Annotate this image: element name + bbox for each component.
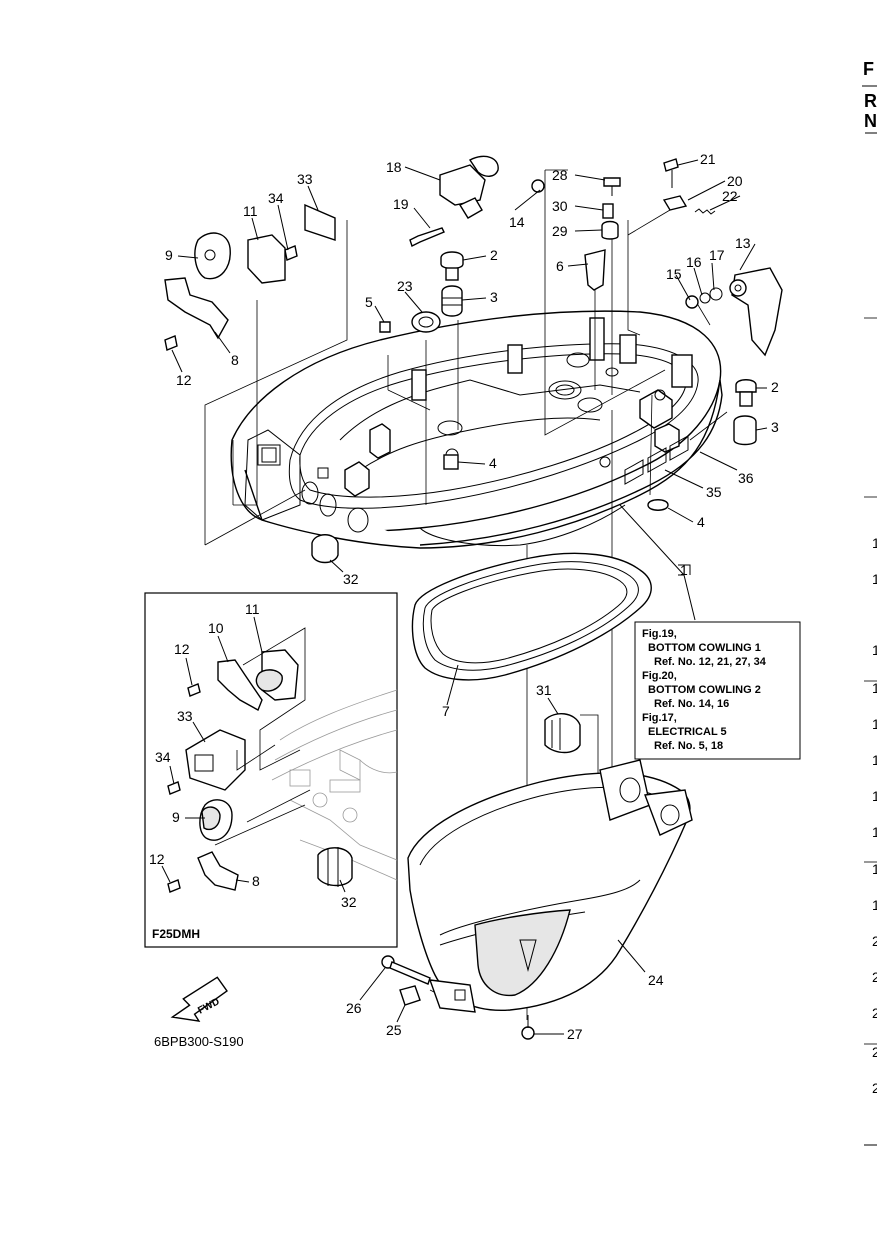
callout-number: 23 bbox=[397, 278, 413, 294]
seal-gasket bbox=[411, 552, 652, 681]
ref-title: BOTTOM COWLING 1 bbox=[648, 642, 761, 654]
callout-number: 36 bbox=[738, 470, 754, 486]
edge-number: 1 bbox=[872, 861, 877, 877]
callout-number: 35 bbox=[706, 484, 722, 500]
callout-number: 26 bbox=[346, 1000, 362, 1016]
callout-number: 22 bbox=[722, 188, 738, 204]
callout-number: 28 bbox=[552, 167, 568, 183]
callout-number: 19 bbox=[393, 196, 409, 212]
parts-top bbox=[164, 155, 783, 1040]
edge-number: 2 bbox=[872, 1080, 877, 1096]
edge-number: 1 bbox=[872, 680, 877, 696]
edge-letter: R bbox=[864, 91, 877, 111]
ref-fig: Fig.17, bbox=[642, 712, 677, 724]
callout-number: 29 bbox=[552, 223, 568, 239]
ref-title: ELECTRICAL 5 bbox=[648, 726, 727, 738]
edge-number: 2 bbox=[872, 1005, 877, 1021]
callout-number: 1 bbox=[680, 562, 688, 578]
edge-letter: F bbox=[863, 59, 874, 79]
bracket-part bbox=[439, 164, 486, 206]
edge-index-column: 1 1 1 1 1 1 1 1 1 1 2 2 2 2 2 bbox=[864, 317, 877, 1146]
callout-number: 25 bbox=[386, 1022, 402, 1038]
edge-number: 1 bbox=[872, 752, 877, 768]
bottom-cowling-lower bbox=[407, 759, 693, 1013]
callout-number: 11 bbox=[243, 203, 258, 219]
callout-number: 5 bbox=[365, 294, 373, 310]
callout-number: 2 bbox=[771, 379, 779, 395]
leader-lines bbox=[171, 159, 768, 1035]
callout-number: 34 bbox=[268, 190, 284, 206]
bottom-cowling-upper bbox=[230, 310, 723, 549]
callout-number: 9 bbox=[165, 247, 173, 263]
reference-box: Fig.19, BOTTOM COWLING 1 Ref. No. 12, 21… bbox=[634, 621, 801, 760]
edge-number: 1 bbox=[872, 716, 877, 732]
callout-number: 8 bbox=[231, 352, 239, 368]
callouts-main: 18 19 14 28 30 29 21 20 22 13 17 16 15 6… bbox=[165, 151, 779, 1042]
callout-number: 8 bbox=[252, 873, 260, 889]
callout-number: 18 bbox=[386, 159, 402, 175]
callout-number: 34 bbox=[155, 749, 171, 765]
ref-numbers: Ref. No. 5, 18 bbox=[654, 740, 723, 752]
callout-number: 12 bbox=[174, 641, 190, 657]
callout-number: 6 bbox=[556, 258, 564, 274]
callout-number: 3 bbox=[771, 419, 779, 435]
inset-panel: 11 10 12 33 34 9 12 8 32 F25DMH bbox=[144, 592, 398, 948]
inset-background-cowling bbox=[271, 689, 398, 881]
ref-numbers: Ref. No. 14, 16 bbox=[654, 698, 729, 710]
callout-number: 32 bbox=[343, 571, 359, 587]
edge-number: 1 bbox=[872, 571, 877, 587]
diagram-code: 6BPB300-S190 bbox=[154, 1034, 244, 1049]
callout-number: 11 bbox=[245, 601, 260, 617]
callout-number: 27 bbox=[567, 1026, 583, 1042]
edge-number: 2 bbox=[872, 933, 877, 949]
fwd-arrow-icon: FWD bbox=[170, 976, 228, 1023]
edge-number: 1 bbox=[872, 897, 877, 913]
edge-number: 1 bbox=[872, 535, 877, 551]
callout-number: 31 bbox=[536, 682, 552, 698]
callout-number: 4 bbox=[697, 514, 705, 530]
callout-number: 16 bbox=[686, 254, 702, 270]
callout-number: 3 bbox=[490, 289, 498, 305]
callout-number: 21 bbox=[700, 151, 716, 167]
callout-number: 32 bbox=[341, 894, 357, 910]
callout-number: 17 bbox=[709, 247, 725, 263]
inset-model-label: F25DMH bbox=[152, 927, 200, 941]
callout-number: 33 bbox=[177, 708, 193, 724]
callout-number: 15 bbox=[666, 266, 682, 282]
ref-title: BOTTOM COWLING 2 bbox=[648, 684, 761, 696]
ref-numbers: Ref. No. 12, 21, 27, 34 bbox=[654, 656, 767, 668]
callout-number: 12 bbox=[176, 372, 192, 388]
callout-number: 7 bbox=[442, 703, 450, 719]
callout-number: 24 bbox=[648, 972, 664, 988]
callout-number: 33 bbox=[297, 171, 313, 187]
edge-letter: N bbox=[864, 111, 877, 131]
callout-number: 13 bbox=[735, 235, 751, 251]
callout-number: 14 bbox=[509, 214, 525, 230]
ref-fig: Fig.19, bbox=[642, 628, 677, 640]
callout-number: 2 bbox=[490, 247, 498, 263]
callout-number: 9 bbox=[172, 809, 180, 825]
callout-number: 12 bbox=[149, 851, 165, 867]
ref-fig: Fig.20, bbox=[642, 670, 677, 682]
callout-number: 20 bbox=[727, 173, 743, 189]
edge-number: 1 bbox=[872, 824, 877, 840]
edge-number: 2 bbox=[872, 1044, 877, 1060]
callout-number: 4 bbox=[489, 455, 497, 471]
callout-number: 30 bbox=[552, 198, 568, 214]
edge-number: 1 bbox=[872, 788, 877, 804]
edge-number: 1 bbox=[872, 642, 877, 658]
callout-number: 10 bbox=[208, 620, 224, 636]
edge-header: F R N bbox=[862, 59, 877, 134]
edge-number: 2 bbox=[872, 969, 877, 985]
